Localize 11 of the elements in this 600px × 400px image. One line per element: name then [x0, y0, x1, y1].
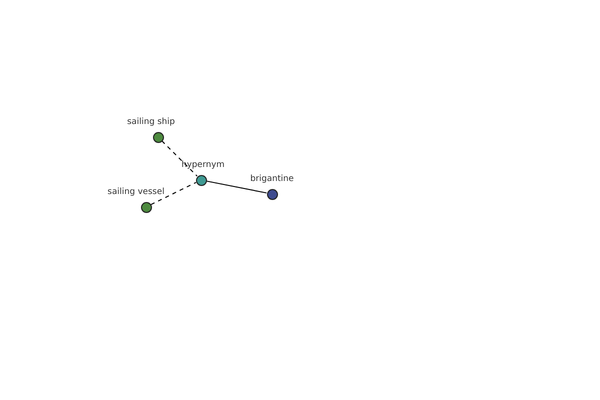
node-label: sailing vessel — [108, 187, 164, 197]
dashed-line — [150, 182, 197, 206]
node-circle — [196, 174, 206, 186]
dashed-line — [161, 140, 198, 177]
node-label: hypernym — [181, 160, 225, 170]
node-circle — [152, 132, 164, 142]
node-label: brigantine — [250, 174, 294, 184]
node-circle — [266, 188, 278, 200]
node-circle — [140, 202, 152, 212]
node-label: sailing ship — [127, 117, 175, 127]
connector-line — [206, 180, 268, 194]
